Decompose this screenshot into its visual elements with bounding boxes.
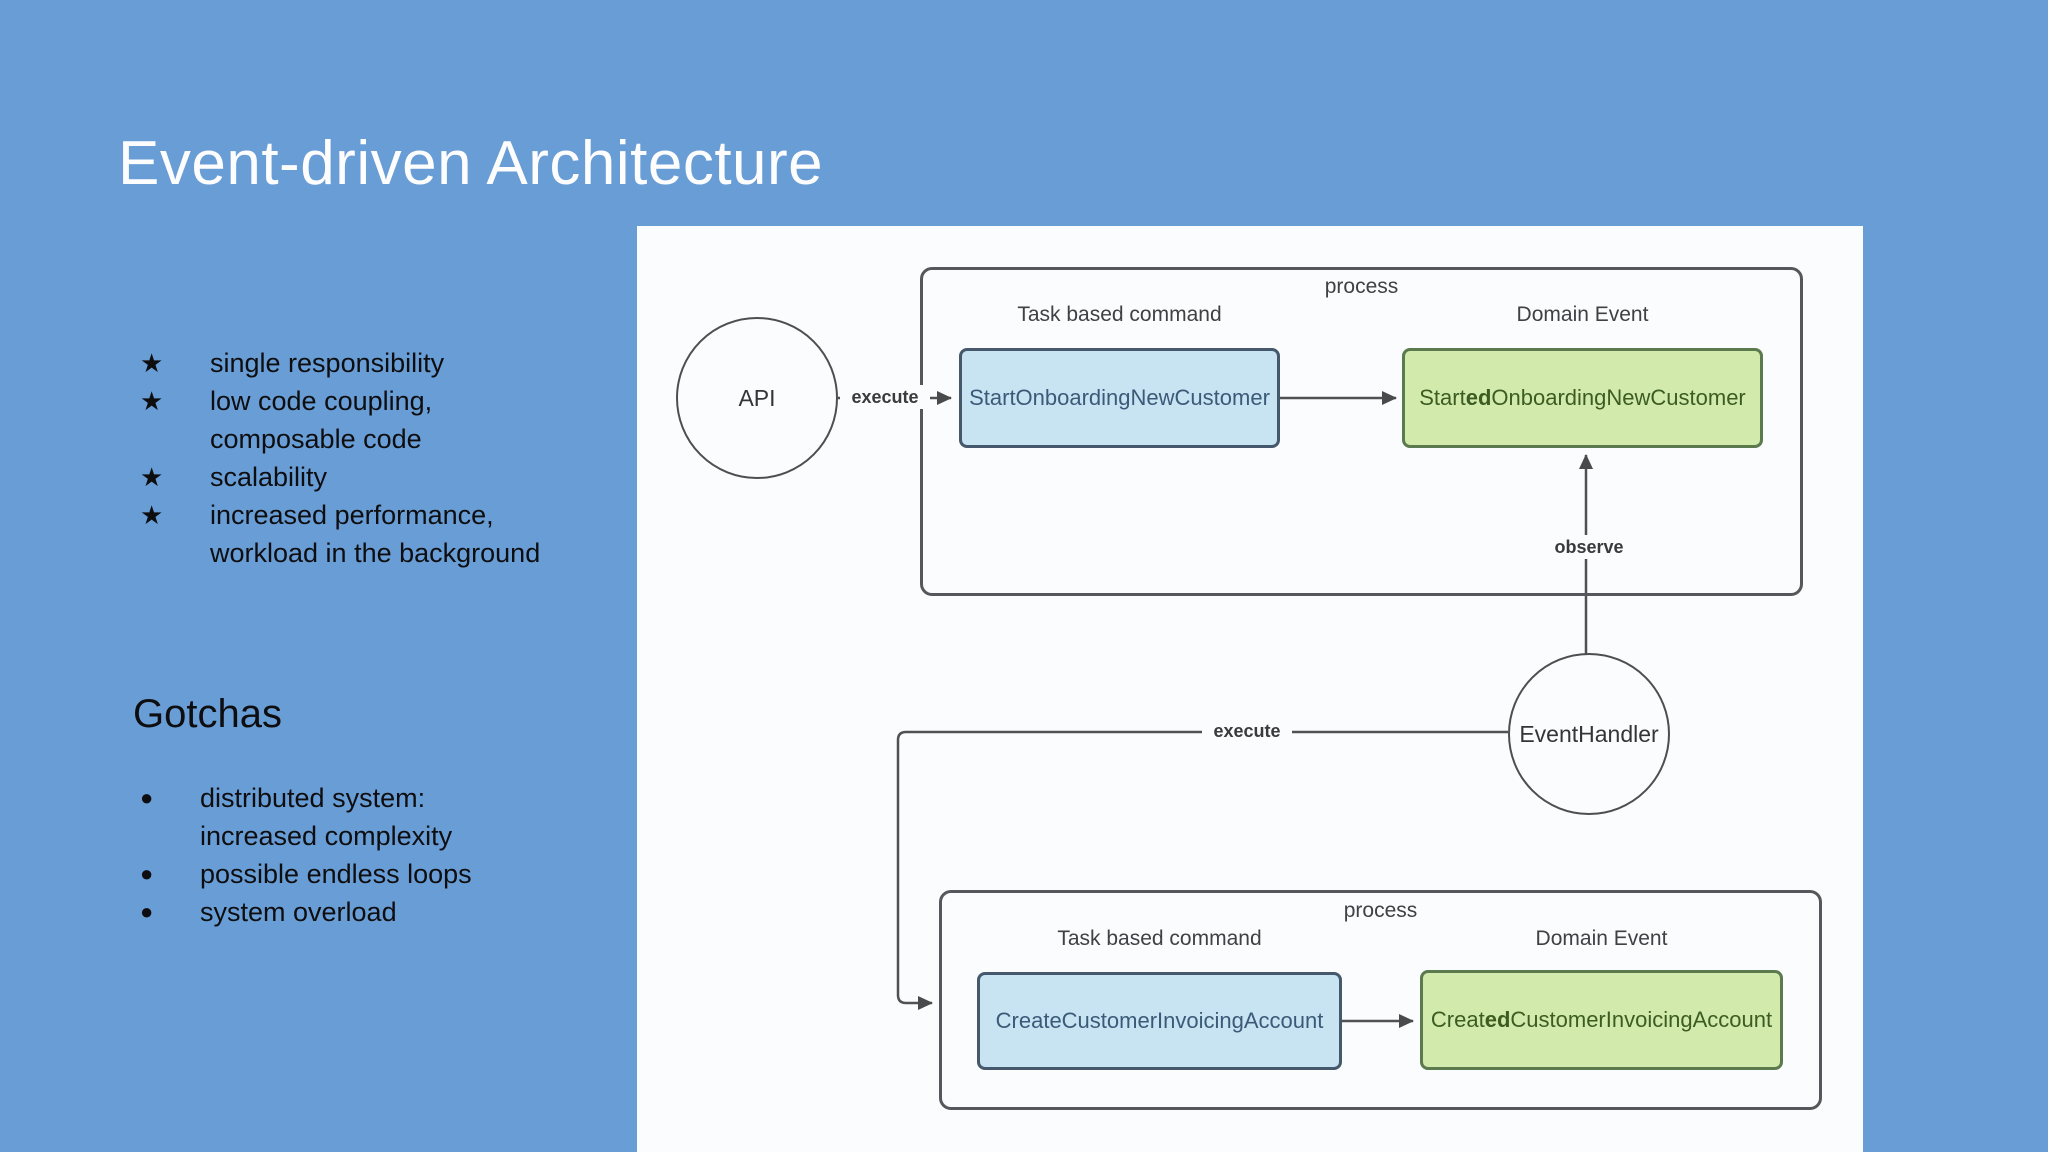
gotchas-heading: Gotchas [133,692,282,736]
list-item-text: distributed system: [200,782,426,813]
node-label: CreatedCustomerInvoicingAccount [1430,1007,1773,1032]
edge-label-execute-handler: execute [1202,719,1292,743]
node-label: CreateCustomerInvoicingAccount [995,1008,1324,1033]
list-item-text: possible endless loops [200,858,472,889]
dot-bullet-icon: ● [140,899,154,924]
list-item: composable code [140,420,540,458]
node-label: API [738,384,776,411]
list-item: ★ single responsibility [140,344,540,382]
list-item-text: increased performance, [210,499,494,530]
dot-bullet-icon: ● [140,861,154,886]
process-container-top [920,267,1803,596]
domain-event-header-bottom: Domain Event [1535,927,1668,950]
task-based-command-header-top: Task based command [1017,303,1222,326]
edge-handler-execute [896,730,1508,1010]
node-create-customer-invoicing-account: CreateCustomerInvoicingAccount [977,972,1342,1070]
edge-label-execute-api: execute [840,385,930,409]
star-bullet-icon: ★ [140,499,164,530]
list-item: ● possible endless loops [140,855,472,893]
node-started-onboarding-new-customer: StartedOnboardingNewCustomer [1402,348,1763,448]
list-item: ● distributed system: [140,779,472,817]
list-item-text: workload in the background [210,537,541,568]
node-start-onboarding-new-customer: StartOnboardingNewCustomer [959,348,1280,448]
dot-bullet-icon: ● [140,785,154,810]
list-item: ● system overload [140,893,472,931]
node-label: EventHandler [1519,720,1659,747]
node-api: API [676,317,838,479]
list-item-text: increased complexity [200,820,453,851]
process-container-bottom [939,890,1822,1110]
list-item-text: single responsibility [210,347,445,378]
list-item-text: system overload [200,896,397,927]
process-label-bottom: process [1343,899,1418,922]
process-label-top: process [1324,275,1399,298]
task-based-command-header-bottom: Task based command [1057,927,1262,950]
node-created-customer-invoicing-account: CreatedCustomerInvoicingAccount [1420,970,1783,1070]
domain-event-header-top: Domain Event [1516,303,1649,326]
node-label: StartedOnboardingNewCustomer [1419,385,1746,410]
list-item: ★ low code coupling, [140,382,540,420]
list-item-text: composable code [210,423,422,454]
star-bullet-icon: ★ [140,347,164,378]
list-item: increased complexity [140,817,472,855]
node-event-handler: EventHandler [1508,653,1670,815]
list-item-text: low code coupling, [210,385,433,416]
diagram-panel: process Task based command Domain Event … [637,226,1863,1152]
benefits-list: ★ single responsibility ★ low code coupl… [140,344,540,572]
page-title: Event-driven Architecture [118,129,824,198]
star-bullet-icon: ★ [140,385,164,416]
list-item-text: scalability [210,461,328,492]
list-item: workload in the background [140,534,540,572]
edge-label-observe: observe [1549,535,1629,559]
gotchas-list: ● distributed system: increased complexi… [140,779,472,931]
list-item: ★ scalability [140,458,540,496]
node-label: StartOnboardingNewCustomer [969,385,1270,410]
list-item: ★ increased performance, [140,496,540,534]
star-bullet-icon: ★ [140,461,164,492]
